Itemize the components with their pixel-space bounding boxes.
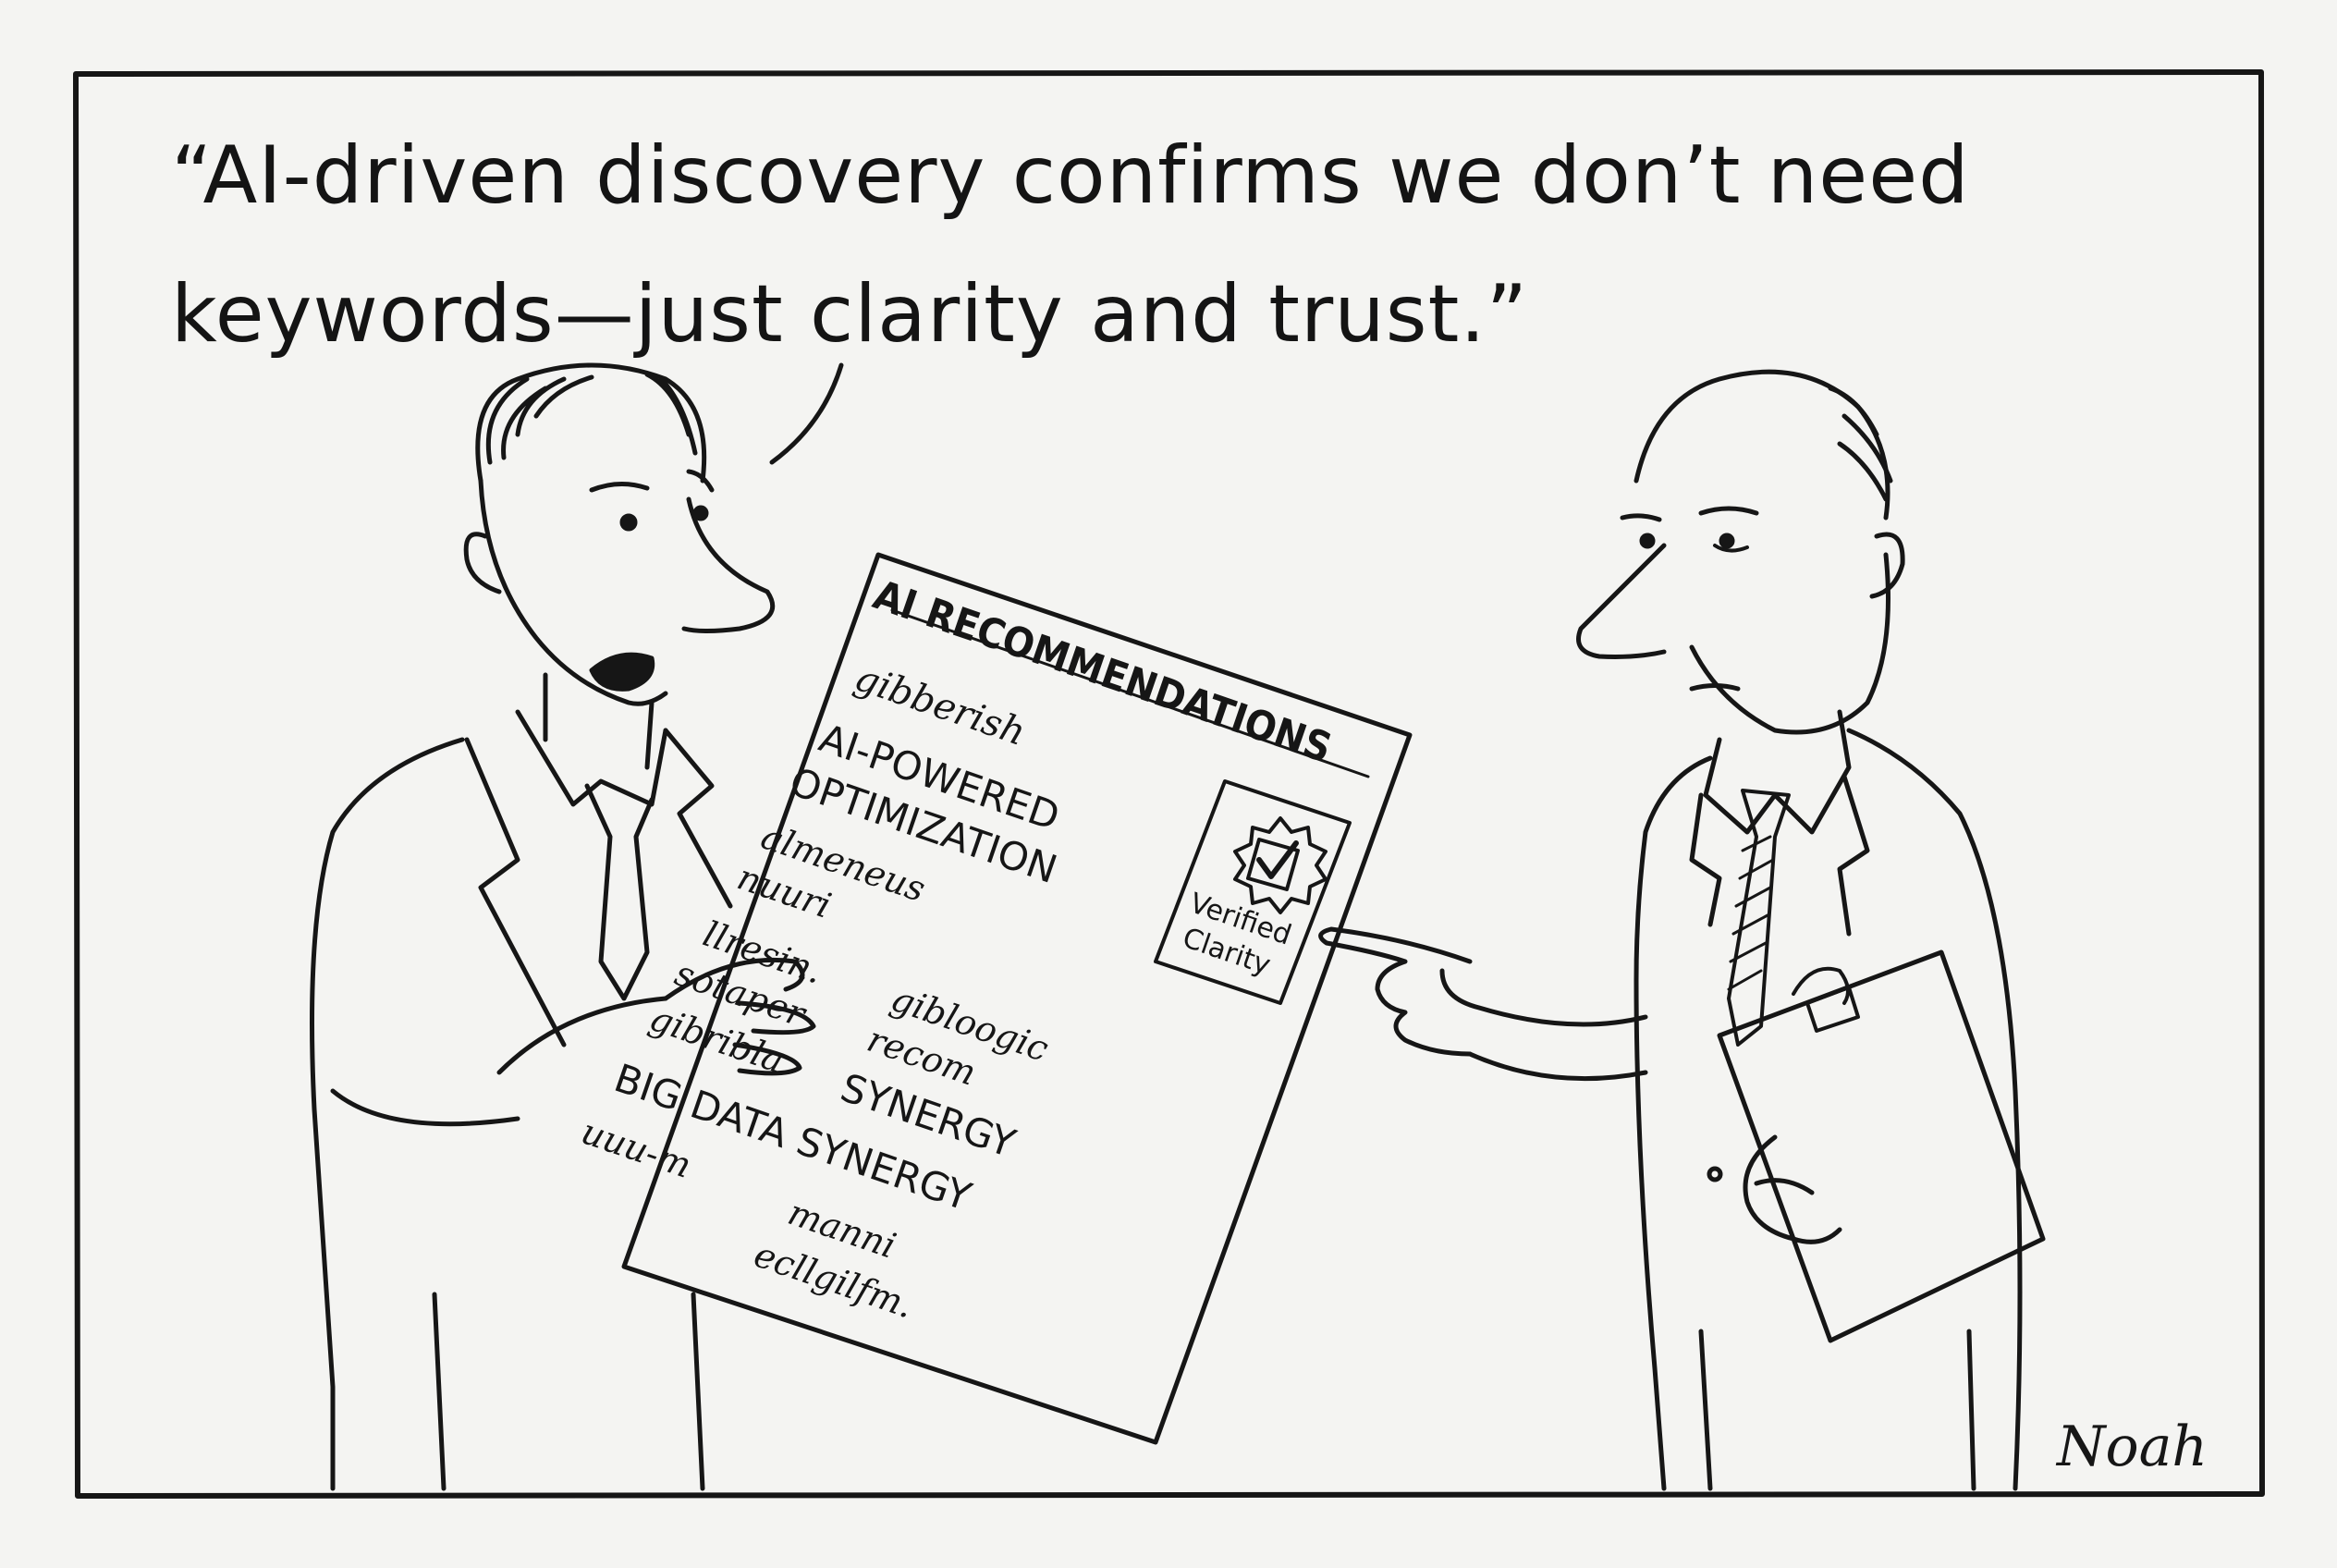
recommendations-document [621, 552, 1413, 1445]
document-title: AI RECOMMENDATIONS [867, 571, 1337, 773]
verified-badge-box [1154, 779, 1352, 1005]
caption-line-2: keywords—just clarity and trust.” [171, 268, 1529, 361]
caption-line-1: “AI-driven discovery confirms we don’t n… [171, 129, 1970, 222]
doc-line-uuu-m: uuu-m [576, 1111, 696, 1186]
artist-signature: Noah [2055, 1415, 2208, 1479]
panel-border [73, 69, 2265, 1499]
left-man [310, 362, 816, 1491]
caption: “AI-driven discovery confirms we don’t n… [171, 106, 2205, 384]
check-box-icon [1246, 838, 1300, 891]
check-mark-icon [1256, 840, 1299, 879]
check-seal-icon [1233, 816, 1328, 914]
clipboard [1717, 949, 2046, 1343]
right-man [1318, 369, 2046, 1491]
speech-tail [769, 362, 844, 465]
verified-badge: Verified Clarity [1179, 887, 1296, 982]
